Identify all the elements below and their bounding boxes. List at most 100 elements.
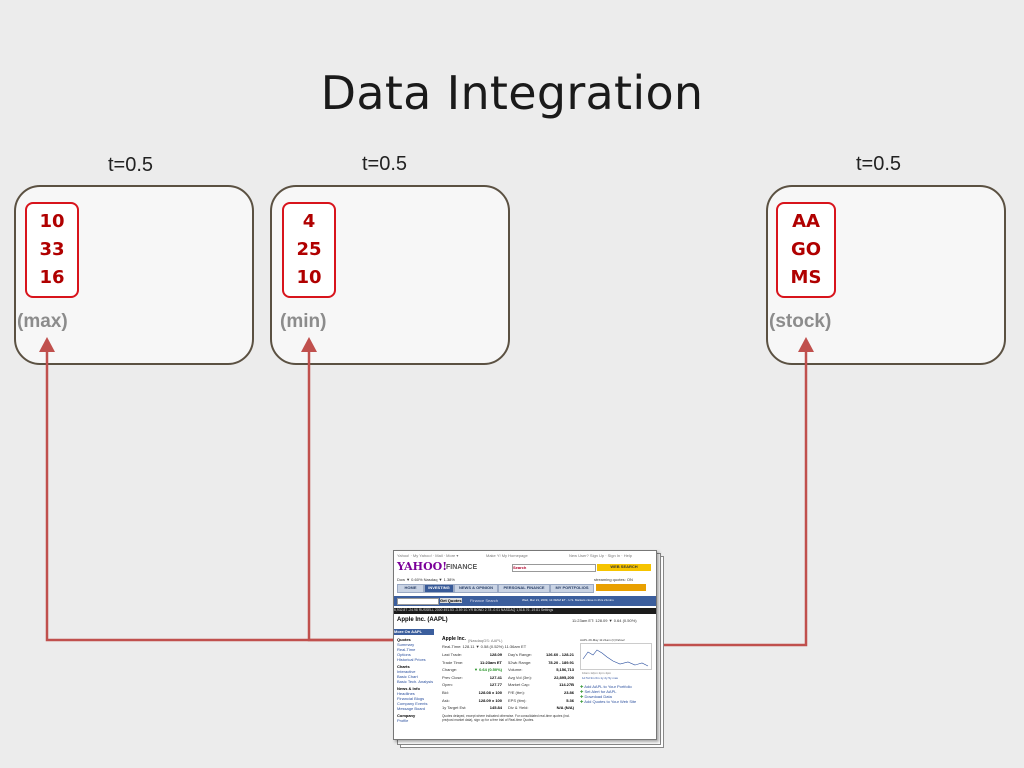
yf-link: Add Quotes to Your Web Site — [584, 699, 637, 704]
table-row: Volume: 5,156,713 — [508, 667, 574, 672]
cell-value: 114.27B — [559, 682, 574, 688]
cell-label: Bid: — [442, 689, 449, 695]
yf-finance-search: Finance Search — [470, 598, 499, 603]
yf-link: Add AAPL to Your Portfolio — [584, 684, 632, 689]
table-row: Avg Vol (3m):22,895,200 — [508, 675, 574, 680]
cell-value: 23.86 — [563, 689, 574, 695]
arrow-to-max — [45, 348, 393, 642]
yf-link: Set Alert for AAPL — [584, 689, 617, 694]
t-label-min: t=0.5 — [362, 153, 408, 175]
table-row: Change:▼ 0.64 (0.50%) — [442, 667, 502, 672]
column-label-stock: (stock) — [769, 311, 832, 332]
table-row: P/E (ttm):23.86 — [508, 690, 574, 695]
yf-user-links: New User? Sign Up · Sign In · Help — [569, 553, 632, 558]
value-item: 33 — [39, 239, 65, 260]
list-item: ✚ Add AAPL to Your Portfolio — [580, 684, 632, 689]
cell-label: Prev Close: — [442, 674, 463, 680]
yf-finance-label: FINANCE — [446, 564, 478, 571]
cell-value: 128.09 — [489, 652, 502, 657]
value-item: 4 — [302, 211, 316, 232]
yf-price-head: 11:23am ET: 128.09 ▼ 0.64 (0.50%) — [572, 618, 637, 623]
value-item: 10 — [296, 267, 322, 288]
yf-side-item: Message Board — [397, 706, 426, 711]
arrowhead-stock — [798, 337, 814, 352]
cell-value: 128.08 x 100 — [478, 689, 502, 695]
table-row: Div & Yield: N/A (N/A) — [508, 705, 574, 710]
yf-side-item: Profile — [397, 718, 409, 723]
yf-index-summary: Dow ▼ 0.60% Nasdaq ▼ 1.38% — [397, 577, 455, 582]
cell-value: N/A (N/A) — [556, 705, 574, 711]
yf-homepage-link: Make Y! My Homepage — [486, 553, 528, 558]
yf-side-item: News & Info — [397, 686, 420, 691]
cell-value: 5.36 — [566, 697, 574, 703]
yf-chart-ticks: 10am 12pm 2pm 4pm — [582, 671, 612, 675]
value-item: 10 — [39, 211, 65, 232]
cell-label: Last Trade: — [442, 652, 463, 657]
yf-side-item: Summary — [397, 642, 415, 647]
yf-get-quotes-button: Get Quotes — [440, 598, 462, 603]
yf-date-line: Wed, Mar 21, 2009, 11:39AM ET - U.S. Mar… — [522, 598, 614, 602]
cell-label: Volume: — [508, 667, 523, 673]
t-label-stock: t=0.5 — [856, 153, 902, 175]
yf-topnav: Yahoo! · My Yahoo! · Mail · More ▾ — [397, 553, 459, 558]
table-row: EPS (ttm):5.36 — [508, 698, 574, 703]
cell-value: 78.20 - 189.91 — [548, 659, 574, 665]
yf-tab-news: NEWS & OPINION — [454, 584, 498, 593]
yf-side-item: Company — [397, 713, 416, 718]
value-item: MS — [790, 267, 822, 288]
yf-quote-bar — [394, 596, 656, 606]
yf-side-item: Real-Time — [397, 647, 416, 652]
cell-label: Day's Range: — [508, 652, 532, 657]
table-row: Trade Time:11:23am ET — [442, 660, 502, 665]
cell-value: 127.77 — [489, 682, 502, 688]
value-item: GO — [790, 239, 822, 260]
yf-promo-banner — [596, 584, 646, 591]
cell-value: 11:23am ET — [479, 659, 502, 665]
yf-disclaimer: Quotes delayed, except where indicated o… — [442, 714, 570, 722]
yf-streaming: streaming quotes: ON — [594, 577, 633, 582]
yf-side-item: Company Events — [397, 701, 428, 706]
list-item: ✚ Add Quotes to Your Web Site — [580, 699, 637, 704]
yf-quote-exchange: (NasdaqGS: AAPL) — [468, 638, 503, 643]
yf-realtime: Real-Time: 128.11 ▼ 0.58 (0.52%) 11:36am… — [442, 644, 527, 649]
yf-quote-table-right: Day's Range:126.60 - 128.21 52wk Range:7… — [508, 652, 574, 713]
cell-label: 1y Target Est: — [442, 705, 467, 711]
yf-link: Download Data — [584, 694, 612, 699]
yf-chart-title: AAPL 29-May 11:21am (C)Yahoo! — [580, 638, 625, 642]
table-row: Ask:128.09 x 100 — [442, 698, 502, 703]
table-row: Bid: 128.08 x 100 — [442, 690, 502, 695]
value-item: 16 — [39, 267, 65, 288]
yf-company-title: Apple Inc. (AAPL) — [397, 617, 448, 623]
cell-label: Change: — [442, 667, 458, 673]
cell-value: 5,156,713 — [556, 667, 574, 673]
cell-value: 127.41 — [489, 674, 502, 680]
cell-value: 126.60 - 128.21 — [545, 652, 574, 657]
arrowhead-max — [39, 337, 55, 352]
table-row: Open: 127.77 — [442, 682, 502, 687]
cell-label: Div & Yield: — [508, 705, 529, 711]
yf-side-item: Basic Chart — [397, 674, 418, 679]
arrowhead-min — [301, 337, 317, 352]
yf-sidebar: Quotes Summary Real-Time Options Histori… — [397, 637, 437, 723]
yahoo-logo: YAHOO! — [397, 560, 448, 573]
value-list-min: 4 25 10 — [282, 202, 336, 298]
table-row: 1y Target Est:145.84 — [442, 705, 502, 710]
yf-action-links: ✚ Add AAPL to Your Portfolio ✚ Set Alert… — [580, 684, 636, 704]
yf-tab-personal-finance: PERSONAL FINANCE — [498, 584, 550, 593]
yf-side-item: Basic Tech. Analysis — [397, 679, 434, 684]
yf-quote-input — [397, 598, 439, 605]
cell-label: Open: — [442, 682, 453, 688]
yf-side-item: Historical Prices — [397, 657, 426, 662]
yf-quote-name: Apple Inc. — [442, 636, 466, 642]
yahoo-finance-screenshot: Yahoo! · My Yahoo! · Mail · More ▾ Make … — [393, 550, 657, 740]
yf-search-input: Search — [512, 564, 596, 572]
column-label-min: (min) — [280, 311, 327, 332]
arrow-to-min — [307, 348, 393, 642]
cell-label: Market Cap: — [508, 682, 530, 688]
cell-value: 128.09 x 100 — [478, 697, 502, 703]
list-item: ✚ Set Alert for AAPL — [580, 689, 617, 694]
yf-ticker-bar: 6,932.87 -24.98 RUSSELL 2000 491.53 -3.5… — [394, 608, 656, 614]
value-list-max: 10 33 16 — [25, 202, 79, 298]
value-item: 25 — [296, 239, 322, 260]
column-label-max: (max) — [17, 311, 68, 332]
